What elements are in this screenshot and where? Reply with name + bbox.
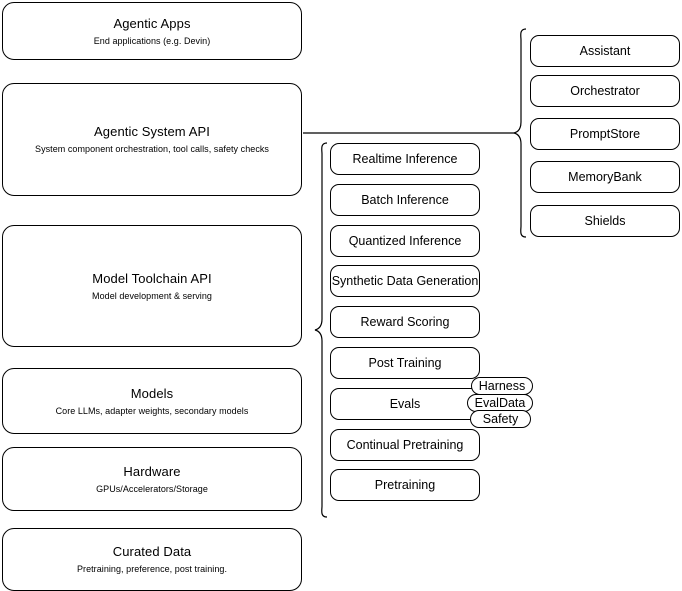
capability-label: Batch Inference [361,193,449,207]
layer-title: Agentic Apps [113,15,191,31]
layer-title: Models [130,385,174,401]
capability-synthetic-data-generation[interactable]: Synthetic Data Generation [330,265,480,297]
layer-subtitle: Core LLMs, adapter weights, secondary mo… [55,405,249,416]
layer-agentic-system-api[interactable]: Agentic System API System component orch… [2,83,302,196]
layer-title: Hardware [123,463,181,479]
layer-curated-data[interactable]: Curated Data Pretraining, preference, po… [2,528,302,591]
component-memorybank[interactable]: MemoryBank [530,161,680,193]
component-label: Orchestrator [570,84,640,98]
capability-quantized-inference[interactable]: Quantized Inference [330,225,480,257]
eval-pill-label: Harness [478,379,526,393]
layer-subtitle: System component orchestration, tool cal… [35,144,269,154]
component-label: Assistant [579,44,631,58]
capability-evals[interactable]: Evals [330,388,480,420]
component-assistant[interactable]: Assistant [530,35,680,67]
eval-pill-safety[interactable]: Safety [470,410,531,428]
layer-subtitle: Model development & serving [92,290,212,301]
layer-title: Curated Data [112,544,192,559]
component-shields[interactable]: Shields [530,205,680,237]
capability-label: Evals [389,397,421,411]
capability-label: Quantized Inference [348,234,462,248]
layer-model-toolchain-api[interactable]: Model Toolchain API Model development & … [2,225,302,347]
component-orchestrator[interactable]: Orchestrator [530,75,680,107]
layer-title: Model Toolchain API [92,270,212,286]
capability-label: Reward Scoring [360,315,450,329]
capability-label: Realtime Inference [352,152,458,166]
capability-realtime-inference[interactable]: Realtime Inference [330,143,480,175]
component-label: Shields [584,214,626,228]
layer-agentic-apps[interactable]: Agentic Apps End applications (e.g. Devi… [2,2,302,60]
capability-label: Post Training [368,356,442,370]
brace-system-components [513,28,527,238]
capability-label: Pretraining [374,478,436,492]
capability-pretraining[interactable]: Pretraining [330,469,480,501]
layer-title: Agentic System API [94,124,210,139]
component-promptstore[interactable]: PromptStore [530,118,680,150]
eval-pill-label: Safety [482,412,519,426]
layer-subtitle: Pretraining, preference, post training. [76,564,228,574]
eval-pill-harness[interactable]: Harness [471,377,533,395]
layer-subtitle: End applications (e.g. Devin) [93,35,211,46]
eval-pill-label: EvalData [474,396,526,410]
capability-batch-inference[interactable]: Batch Inference [330,184,480,216]
capability-label: Continual Pretraining [346,438,464,452]
capability-continual-pretraining[interactable]: Continual Pretraining [330,429,480,461]
capability-post-training[interactable]: Post Training [330,347,480,379]
layer-hardware[interactable]: Hardware GPUs/Accelerators/Storage [2,447,302,511]
brace-toolchain-capabilities [314,142,328,518]
layer-subtitle: GPUs/Accelerators/Storage [96,483,208,494]
capability-reward-scoring[interactable]: Reward Scoring [330,306,480,338]
layer-models[interactable]: Models Core LLMs, adapter weights, secon… [2,368,302,434]
component-label: MemoryBank [568,170,642,184]
component-label: PromptStore [569,127,641,141]
capability-label: Synthetic Data Generation [331,274,479,288]
